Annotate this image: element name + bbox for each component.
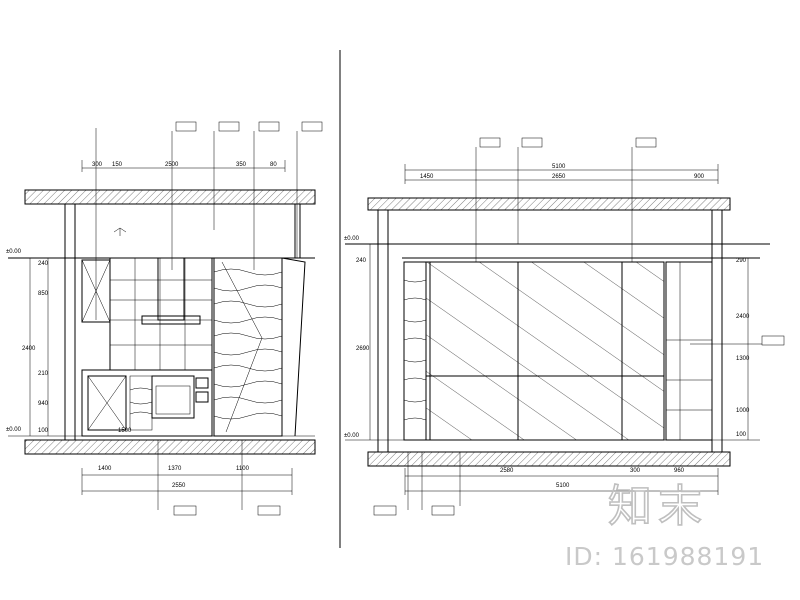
right-dim-top: 900 [694, 174, 705, 180]
right-top-tag [635, 137, 657, 148]
left-dim-side: 240 [38, 261, 49, 267]
left-dim-side: 940 [38, 401, 49, 407]
right-dim-side-right: 100 [736, 432, 747, 438]
right-ceiling-slab [367, 197, 731, 211]
right-dim-side-left: 2690 [356, 346, 370, 352]
left-top-tag [301, 121, 323, 132]
right-side-tag [761, 335, 785, 346]
left-dim-top: 80 [270, 162, 277, 168]
left-dim-bottom: 1100 [236, 466, 250, 472]
right-elevation [345, 137, 785, 467]
right-level-mark: ±0.00 [344, 236, 360, 242]
left-inline-dim: 1500 [118, 428, 132, 434]
watermark-logo: 知末 [607, 480, 708, 533]
left-dim-side: 850 [38, 291, 49, 297]
right-top-tag [521, 137, 543, 148]
right-dim-side-right: 290 [736, 258, 747, 264]
left-level-mark: ±0.00 [6, 427, 22, 433]
left-dim-lines [29, 258, 293, 516]
right-dim-lines [369, 244, 749, 516]
right-top-tag [479, 137, 501, 148]
right-dim-bottom: 960 [674, 468, 685, 474]
right-annotations: 5100 1450 2650 900 ±0.00 ±0.00 240 2690 … [344, 164, 750, 489]
right-dim-bottom: 2580 [500, 468, 514, 474]
left-top-tag [175, 121, 197, 132]
left-ceiling-slab [24, 189, 316, 205]
right-dim-top: 5100 [552, 164, 566, 170]
right-dim-side-right: 2400 [736, 314, 750, 320]
left-dim-side: 210 [38, 371, 49, 377]
left-top-tag [218, 121, 240, 132]
left-level-mark: ±0.00 [6, 249, 22, 255]
watermark-id: ID: 161988191 [565, 542, 765, 571]
left-dim-side: 2400 [22, 346, 36, 352]
right-dim-side-right: 1300 [736, 356, 750, 362]
right-level-mark: ±0.00 [344, 433, 360, 439]
left-top-tag [258, 121, 280, 132]
left-dim-top: 2500 [165, 162, 179, 168]
right-dim-side-left: 240 [356, 258, 367, 264]
left-dim-top: 350 [236, 162, 247, 168]
left-elevation [8, 121, 323, 455]
left-annotations: 300 150 2500 350 80 ±0.00 ±0.00 240 850 … [6, 162, 277, 489]
left-dim-top: 150 [112, 162, 123, 168]
left-floor-slab [24, 439, 316, 455]
right-dim-top: 1450 [420, 174, 434, 180]
left-dim-bottom: 1370 [168, 466, 182, 472]
left-dim-top: 300 [92, 162, 103, 168]
right-dim-top: 2650 [552, 174, 566, 180]
left-dim-bottom: 1400 [98, 466, 112, 472]
left-dim-total: 2550 [172, 483, 186, 489]
right-dim-side-right: 1000 [736, 408, 750, 414]
right-floor-slab [367, 451, 731, 467]
right-dim-total: 5100 [556, 483, 570, 489]
left-dim-side: 100 [38, 428, 49, 434]
right-dim-bottom: 300 [630, 468, 641, 474]
